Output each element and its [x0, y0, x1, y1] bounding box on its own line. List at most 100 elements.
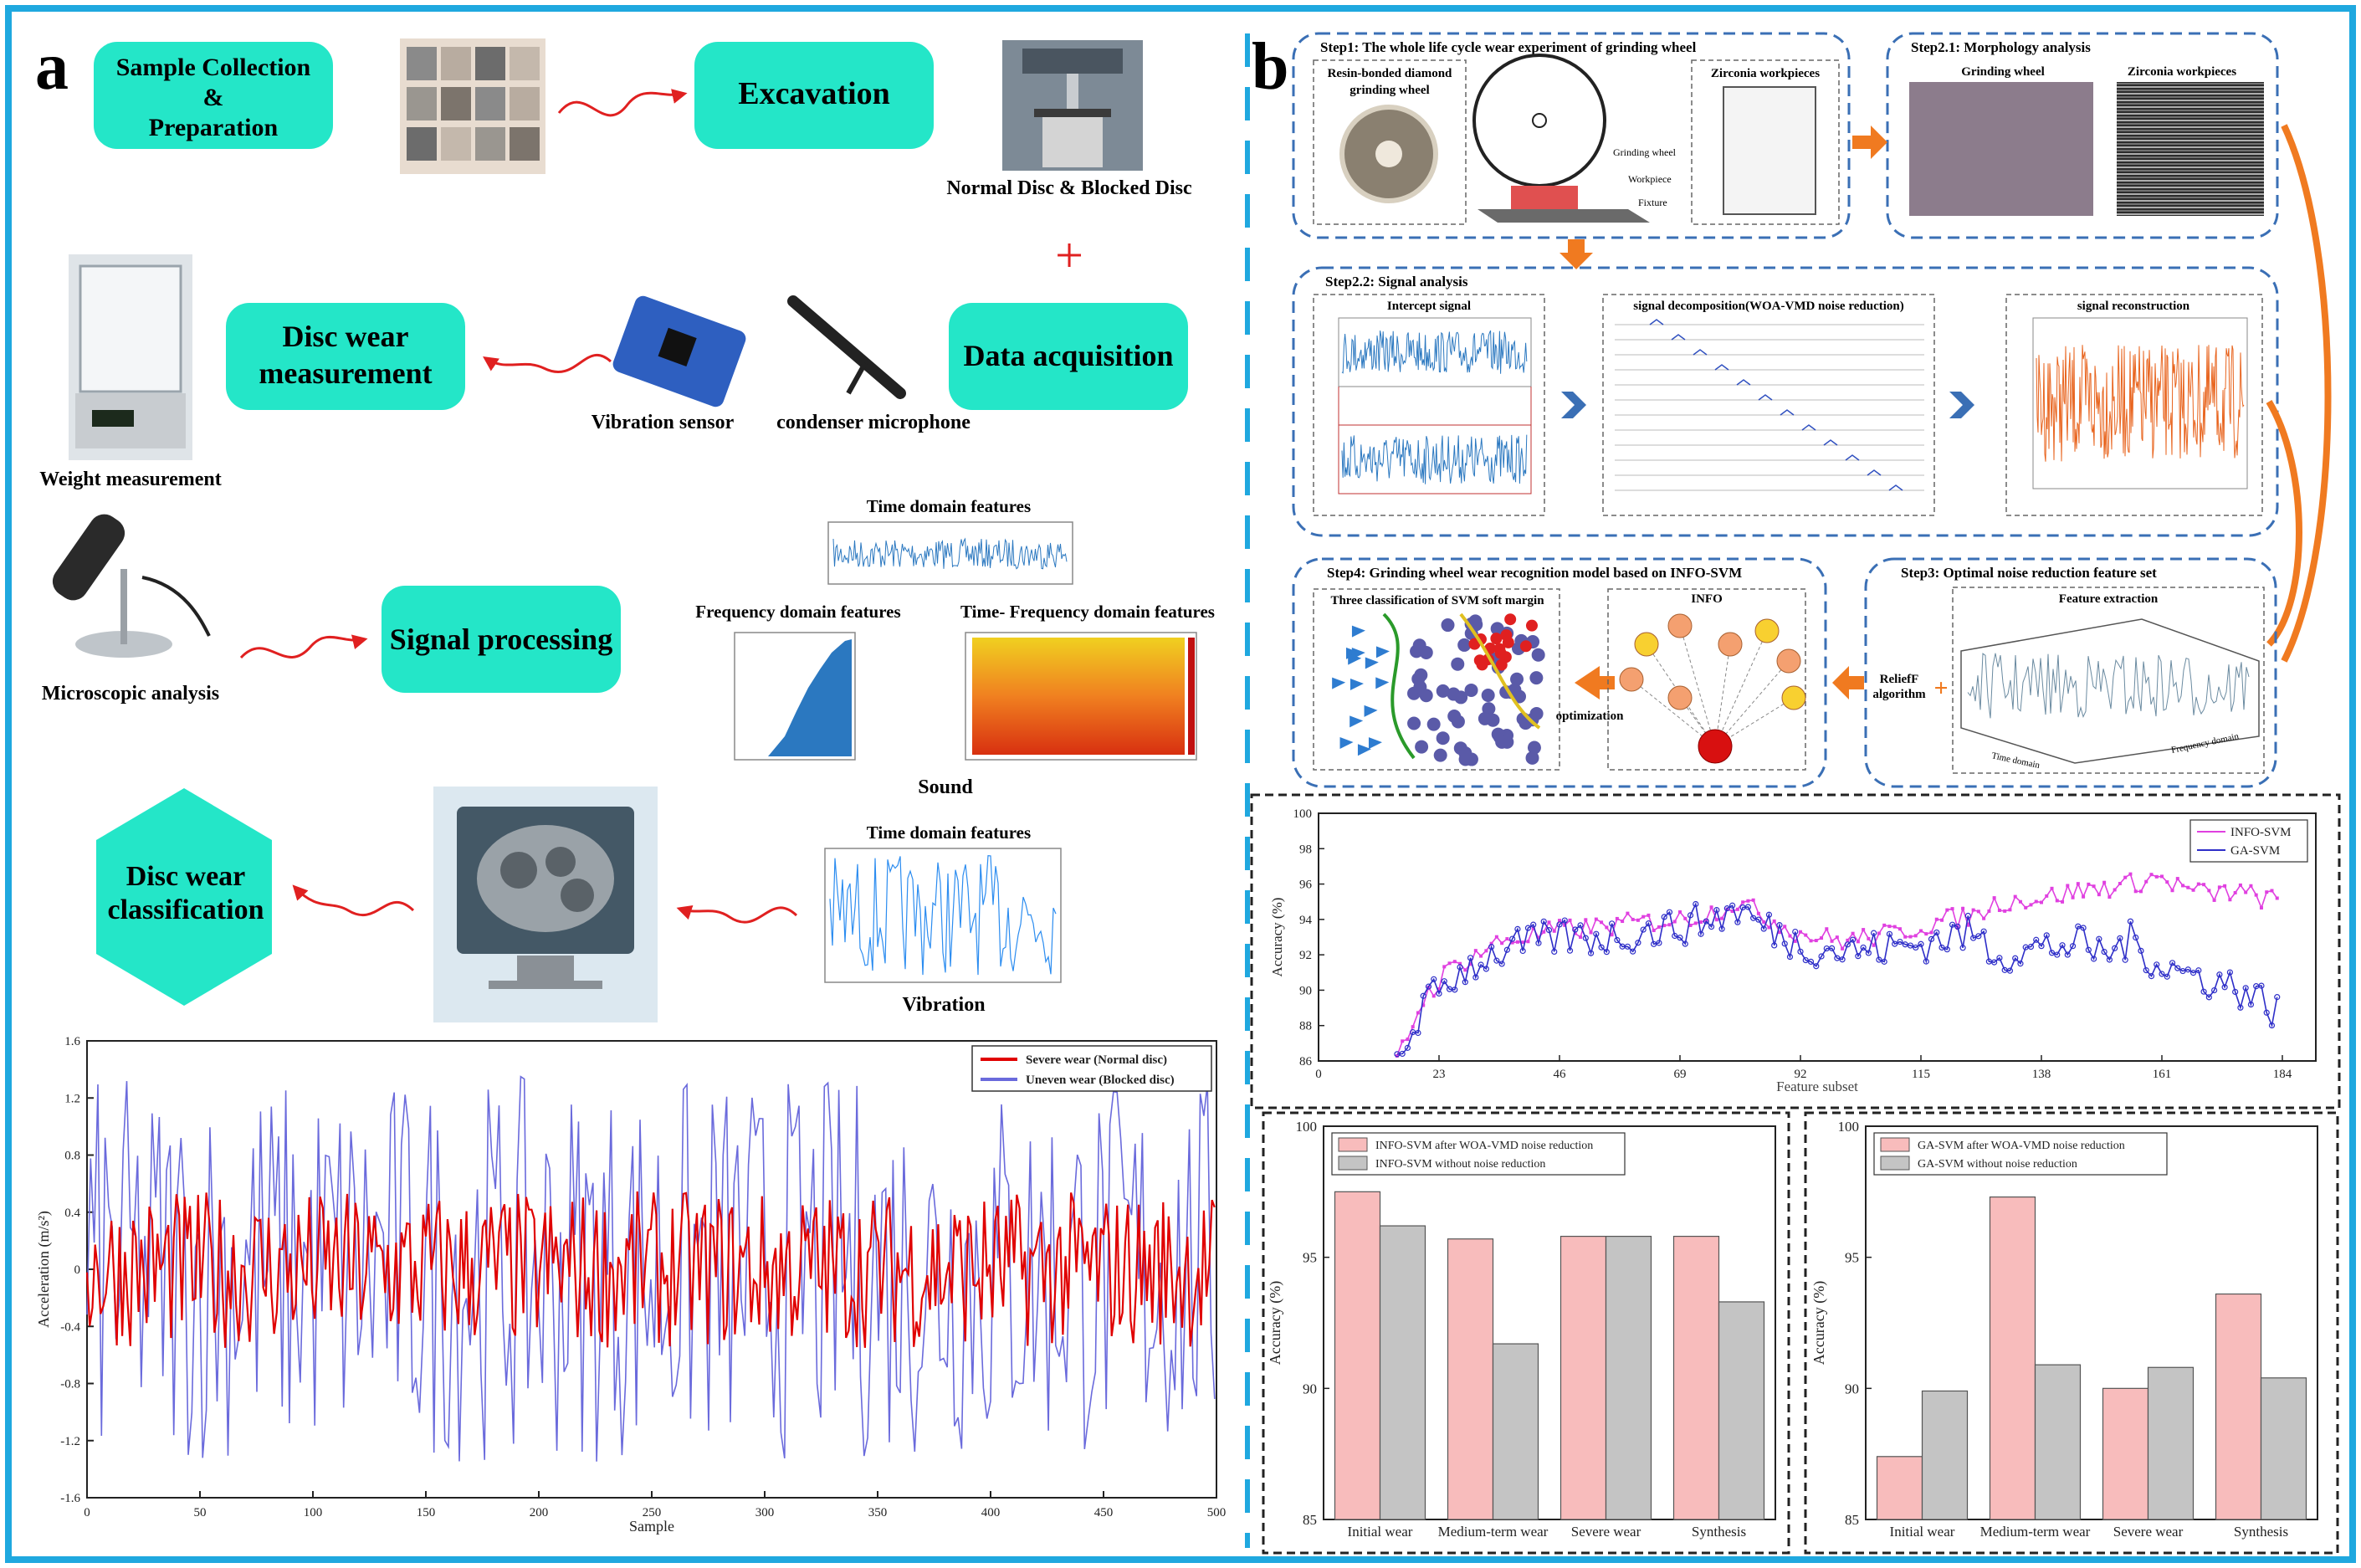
gasvm-marker: [2205, 994, 2212, 1001]
y-axis-label: Accuracy (%): [1267, 1281, 1284, 1365]
svm-point-class2: [1457, 638, 1472, 652]
step3-to-step4-arrow: [1575, 666, 1615, 699]
gasvm-marker: [1493, 957, 1500, 964]
plot-area: [1318, 812, 2317, 1062]
disc-wear-measurement-box: [226, 303, 465, 410]
svm-point-class1: [1339, 737, 1354, 750]
stone-sample: [407, 87, 437, 120]
gasvm-marker: [2179, 967, 2186, 975]
info-panel: [1607, 588, 1806, 771]
gasvm-marker: [2148, 973, 2155, 980]
bar-without-noise-reduction: [1379, 1225, 1426, 1520]
legend-label: GA-SVM without noise reduction: [1918, 1158, 2077, 1171]
svm-point-class2: [1510, 672, 1524, 686]
x-tick-label: 200: [530, 1506, 549, 1519]
x-category-label: Severe wear: [2113, 1524, 2184, 1540]
reconstruction-signal: [2036, 345, 2245, 462]
gasvm-marker: [2017, 961, 2024, 967]
gasvm-marker: [2133, 934, 2139, 941]
feature-3d-signal: [1967, 653, 2250, 719]
gasvm-marker: [1996, 955, 2003, 961]
x-category-label: Synthesis: [1692, 1524, 1746, 1540]
x-category-label: Synthesis: [2234, 1524, 2288, 1540]
legend-box: [1331, 1132, 1626, 1176]
svm-point-class1: [1375, 646, 1390, 658]
svm-point-class3: [1490, 633, 1503, 645]
gasvm-marker: [2138, 947, 2144, 954]
vmd-row-peak: [1780, 409, 1795, 416]
svm-point-class1: [1357, 744, 1371, 756]
gasvm-marker: [2112, 945, 2118, 951]
x-tick-label: 115: [1912, 1068, 1930, 1081]
x-tick-label: 184: [2273, 1068, 2292, 1081]
gasvm-marker: [2174, 965, 2181, 971]
info-network-node: [1619, 667, 1644, 692]
x-tick-label: 69: [1674, 1068, 1687, 1081]
svm-point-class2: [1433, 748, 1447, 762]
vibration-thumbnail: [824, 848, 1062, 983]
disc-wear-classification-line2: classification: [108, 894, 264, 925]
y-tick-label: 100: [1296, 1119, 1318, 1135]
zirconia-workpieces-title: Zirconia workpieces: [1711, 67, 1820, 80]
y-tick-label: 88: [1299, 1020, 1312, 1033]
gasvm-marker: [2043, 932, 2050, 939]
arrow-brain-to-classification: [292, 884, 415, 917]
stone-sample: [441, 47, 471, 80]
gasvm-marker: [2211, 986, 2218, 994]
info-network-link: [1714, 630, 1768, 747]
svm-point-class2: [1414, 668, 1428, 682]
stone-sample: [407, 47, 437, 80]
vmd-row-peak: [1823, 439, 1838, 446]
svm-point-class2: [1529, 706, 1544, 720]
y-tick-label: -0.4: [60, 1320, 80, 1334]
y-tick-label: 94: [1299, 914, 1313, 927]
gasvm-marker: [1850, 936, 1857, 943]
stone-sample: [407, 127, 437, 161]
time-domain-features-2-title: Time domain features: [867, 822, 1031, 843]
bar-after-noise-reduction: [1989, 1196, 2036, 1520]
feature-3d-plot-frame: [1960, 618, 2260, 764]
frequency-domain-features-title: Frequency domain features: [695, 602, 900, 622]
y-tick-label: 95: [1845, 1250, 1859, 1266]
bar-after-noise-reduction: [1334, 1191, 1381, 1520]
gasvm-marker: [1498, 961, 1505, 967]
info-network-link: [1631, 679, 1716, 747]
time-domain-features-title: Time domain features: [867, 496, 1031, 516]
signal-reconstruction-panel: [2005, 294, 2263, 516]
info-network: [1619, 613, 1806, 764]
svm-point-class1: [1365, 657, 1379, 669]
info-svm-bar-frame: [1262, 1111, 1790, 1555]
y-tick-label: 0: [74, 1263, 81, 1277]
zirconia-workpiece-drawing: [1723, 86, 1816, 215]
gasvm-marker: [1635, 940, 1641, 946]
gasvm-marker: [1933, 929, 1940, 936]
gasvm-marker: [1630, 948, 1636, 955]
sample-collection-line1: Sample Collection: [116, 54, 311, 81]
gasvm-marker: [1472, 974, 1479, 981]
legend-label: INFO-SVM: [2230, 826, 2292, 839]
vmd-row-peak: [1758, 394, 1773, 401]
stone-sample: [441, 127, 471, 161]
y-tick-label: 100: [1293, 807, 1313, 821]
stone-sample: [441, 87, 471, 120]
svm-point-class2: [1419, 689, 1433, 703]
optimization-label: optimization: [1556, 710, 1624, 723]
chevron-right-icon: [1949, 392, 1974, 418]
gasvm-marker: [1760, 925, 1767, 932]
gasvm-marker: [2159, 971, 2165, 977]
svm-point-class1: [1332, 677, 1346, 689]
vmd-decomposition-rows: [1615, 319, 1924, 491]
x-tick-label: 0: [84, 1506, 90, 1519]
disc-wear-measurement-line1: Disc wear: [283, 320, 409, 353]
gasvm-marker: [1478, 961, 1484, 968]
resin-wheel-panel: [1313, 59, 1467, 225]
x-category-label: Severe wear: [1571, 1524, 1641, 1540]
microscopic-analysis-label: Microscopic analysis: [42, 683, 219, 705]
legend-swatch: [1880, 1137, 1910, 1152]
x-tick-label: 138: [2032, 1068, 2051, 1081]
bar-without-noise-reduction: [1921, 1390, 1969, 1520]
x-axis-label: Sample: [629, 1518, 674, 1535]
gasvm-marker: [1593, 930, 1600, 937]
legend-swatch: [1338, 1137, 1368, 1152]
arrow-to-disc-wear-measurement: [483, 354, 612, 373]
